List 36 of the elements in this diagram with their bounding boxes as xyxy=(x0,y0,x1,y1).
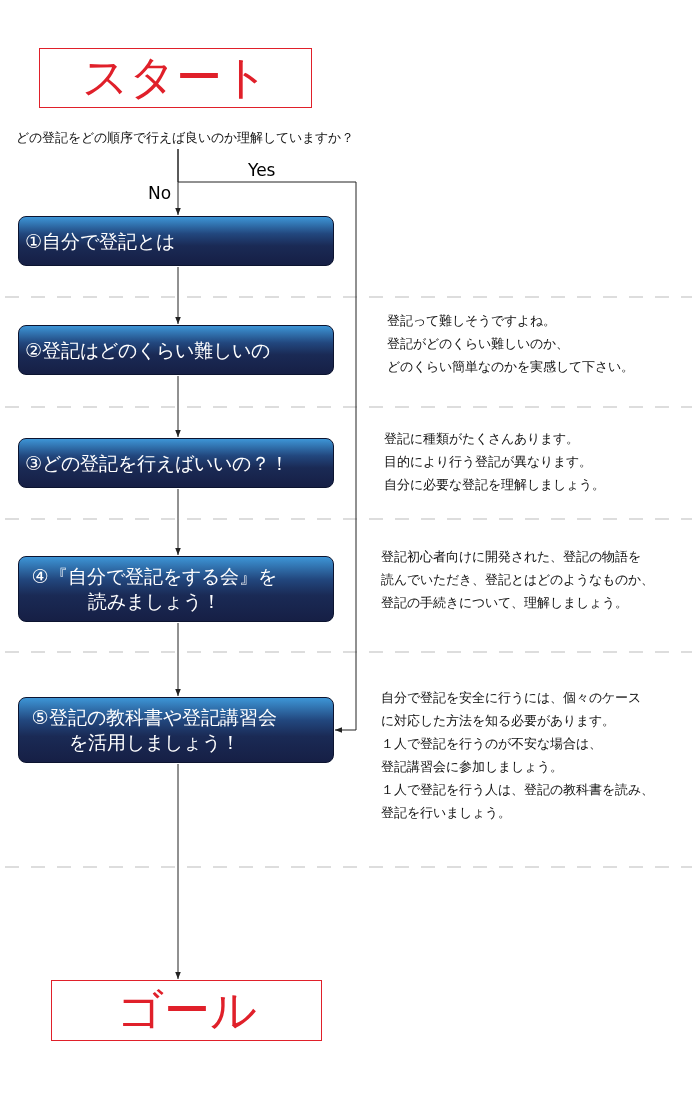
step-label: ①自分で登記とは xyxy=(25,228,176,254)
arrow xyxy=(177,148,357,733)
description-text: どのくらい簡単なのかを実感して下さい。 xyxy=(387,358,634,376)
description-text: 登記講習会に参加しましょう。 xyxy=(381,758,563,776)
description-text: に対応した方法を知る必要があります。 xyxy=(381,712,615,730)
step-box xyxy=(18,556,334,622)
description-text: 読んでいただき、登記とはどのようなものか、 xyxy=(381,571,654,589)
description-text: 自分で登記を安全に行うには、個々のケース xyxy=(381,689,641,707)
step-label: ②登記はどのくらい難しいの xyxy=(25,337,271,363)
arrow xyxy=(175,266,181,325)
step-label: ④『自分で登記をする会』を読みましょう！ xyxy=(30,564,278,614)
step-label: ⑤登記の教科書や登記講習会を活用しましょう！ xyxy=(30,705,278,755)
step-label: ③どの登記を行えばいいの？！ xyxy=(25,450,290,476)
description-text: 登記の手続きについて、理解しましょう。 xyxy=(381,594,628,612)
description-text: 登記初心者向けに開発された、登記の物語を xyxy=(381,548,641,566)
step-box xyxy=(18,216,334,266)
description-text: 登記がどのくらい難しいのか、 xyxy=(387,335,569,353)
arrow xyxy=(175,375,181,438)
terminal-box xyxy=(39,48,312,108)
description-text: １人で登記を行うのが不安な場合は、 xyxy=(381,735,602,753)
description-text: 登記に種類がたくさんあります。 xyxy=(384,430,579,448)
description-text: 登記って難しそうですよね。 xyxy=(387,312,556,330)
step-box xyxy=(18,697,334,763)
description-text: 自分に必要な登記を理解しましょう。 xyxy=(384,476,605,494)
description-text: １人で登記を行う人は、登記の教科書を読み、 xyxy=(381,781,654,799)
description-text: 目的により行う登記が異なります。 xyxy=(384,453,592,471)
arrow xyxy=(175,763,181,980)
terminal-label: ゴール xyxy=(116,981,257,1039)
question-text: どの登記をどの順序で行えば良いのか理解していますか？ xyxy=(16,128,416,148)
step-box xyxy=(18,325,334,375)
terminal-box xyxy=(51,980,322,1041)
step-box xyxy=(18,438,334,488)
arrow xyxy=(175,622,181,697)
terminal-label: スタート xyxy=(82,49,269,106)
description-text: 登記を行いましょう。 xyxy=(381,804,511,822)
arrow xyxy=(175,488,181,556)
